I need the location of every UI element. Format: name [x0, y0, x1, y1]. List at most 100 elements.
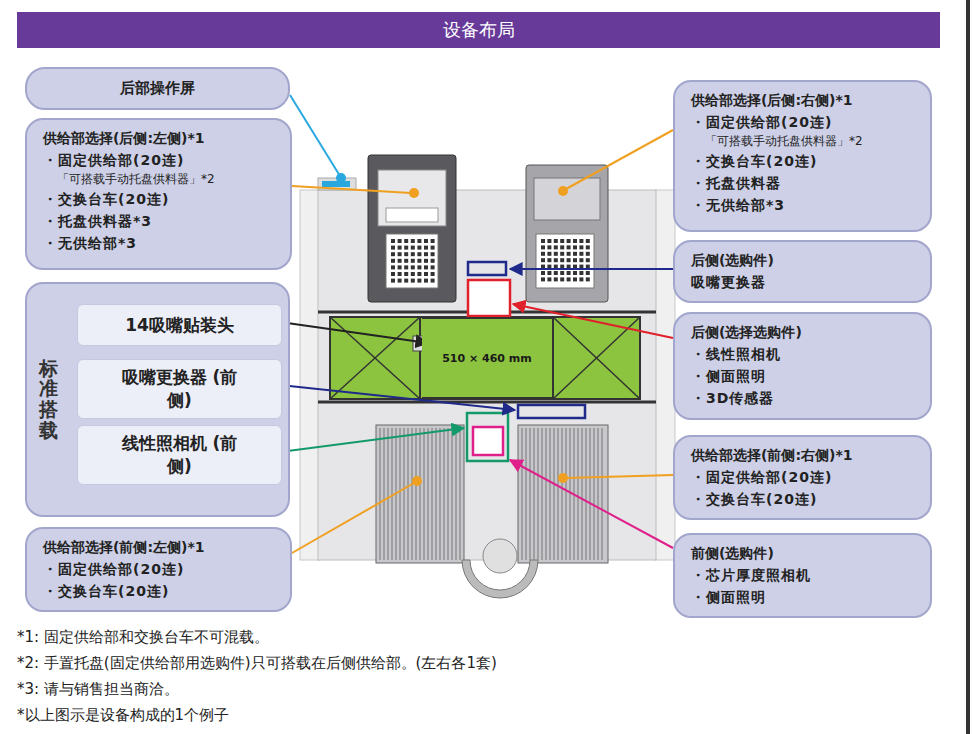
illustration-part [541, 271, 545, 275]
node-heading: 后侧(选购件) [691, 250, 918, 271]
illustration-part [411, 239, 415, 243]
node-item: ・线性照相机 [691, 343, 918, 365]
text-holder: 吸嘴更换器 (前侧) [114, 366, 246, 412]
illustration-part [432, 428, 433, 560]
illustration-part [404, 265, 408, 269]
illustration-part [412, 428, 413, 560]
illustration-part [431, 239, 435, 243]
illustration-part [416, 428, 417, 560]
component-box: 吸嘴更换器 (前侧) [77, 359, 282, 419]
illustration-part [404, 259, 408, 263]
node-item: ・托盘供料器 [691, 172, 918, 194]
illustration-part [547, 277, 551, 281]
illustration-part [534, 428, 535, 560]
illustration-part [330, 317, 640, 399]
illustration-part [547, 245, 551, 249]
illustration-part [536, 234, 594, 288]
illustration-part [541, 252, 545, 256]
illustration-part [553, 317, 640, 399]
illustration-part [411, 259, 415, 263]
illustration-part [541, 239, 590, 281]
node-item: ・3D传感器 [691, 387, 918, 409]
illustration-part [522, 428, 602, 560]
node-item: 吸嘴更换器 [691, 271, 918, 293]
illustration-part [655, 190, 675, 560]
label-pill: 后部操作屏 [25, 67, 290, 110]
node-item: ・侧面照明 [691, 365, 918, 387]
illustration-part [573, 239, 577, 243]
illustration-part [562, 428, 563, 560]
illustration-part [530, 428, 531, 560]
illustration-part [560, 258, 564, 262]
component-box: 线性照相机 (前侧) [77, 425, 282, 485]
illustration-part [411, 265, 415, 269]
illustration-part [417, 259, 421, 263]
node-item: ・固定供给部(20连) [691, 111, 918, 133]
illustration-part [386, 208, 438, 222]
illustration-part [483, 539, 517, 573]
illustration-part [424, 428, 425, 560]
illustration-part [330, 317, 420, 399]
illustration-part [411, 246, 415, 250]
node-heading: 供给部选择(前侧:右侧)*1 [691, 445, 918, 466]
illustration-part [510, 268, 673, 270]
illustration-part [391, 265, 395, 269]
illustration-part [292, 186, 411, 193]
illustration-part [579, 277, 583, 281]
illustration-part [573, 271, 577, 275]
node-heading: 吸嘴更换器 (前侧) [114, 366, 246, 412]
illustration-part [534, 178, 600, 220]
illustration-part [398, 272, 402, 276]
node-heading: 510 × 460 mm [442, 352, 532, 365]
illustration-part [424, 246, 428, 250]
illustration-part [554, 239, 558, 243]
illustration-part [292, 483, 414, 553]
illustration-part [582, 428, 583, 560]
illustration-part [586, 239, 590, 243]
illustration-part [573, 258, 577, 262]
illustration-part [391, 252, 395, 256]
illustration-part [560, 252, 564, 256]
illustration-part [546, 428, 547, 560]
node-item: 「可搭载手动托盘供料器」*2 [43, 171, 278, 188]
illustration-part [579, 239, 583, 243]
illustration-part [586, 245, 590, 249]
illustration-part [411, 279, 415, 283]
illustration-part [411, 272, 415, 276]
illustration-part [417, 252, 421, 256]
node-heading: 供给部选择(后侧:右侧)*1 [691, 90, 918, 111]
callout-box: 后侧(选择选购件)・线性照相机・侧面照明・3D传感器 [673, 312, 932, 420]
node-item: ・无供给部*3 [43, 232, 278, 254]
illustration-part [392, 428, 393, 560]
node-item: 「可搭载手动托盘供料器」*2 [691, 133, 918, 150]
illustration-part [538, 428, 539, 560]
illustration-part [522, 428, 523, 560]
node-heading: 后部操作屏 [120, 79, 195, 98]
illustration-part [566, 475, 673, 478]
illustration-part [567, 258, 571, 262]
illustration-part [460, 428, 461, 560]
illustration-part [424, 272, 428, 276]
illustration-part [547, 239, 551, 243]
illustration-part [553, 317, 640, 399]
illustration-part [541, 245, 545, 249]
illustration-part [554, 277, 558, 281]
illustration-part [560, 245, 564, 249]
node-item: ・固定供给部(20连) [43, 149, 278, 171]
illustration-part [378, 170, 446, 226]
illustration-part [570, 428, 571, 560]
illustration-part [428, 428, 429, 560]
callout-box: 供给部选择(后侧:右侧)*1・固定供给部(20连)「可搭载手动托盘供料器」*2 ・… [673, 80, 932, 232]
callout-box: 供给部选择(前侧:左侧)*1・固定供给部(20连)・交换台车(20连) [25, 527, 292, 612]
callout-box: 供给部选择(后侧:左侧)*1・固定供给部(20连)「可搭载手动托盘供料器」*2・… [25, 118, 292, 270]
node-heading: 后侧(选择选购件) [691, 322, 918, 343]
illustration-part [573, 252, 577, 256]
illustration-part [300, 155, 675, 598]
illustration-part [404, 239, 408, 243]
illustration-part [554, 252, 558, 256]
illustration-part [424, 265, 428, 269]
illustration-part [518, 405, 585, 418]
illustration-part [541, 258, 545, 262]
illustration-part [541, 277, 545, 281]
node-item: ・托盘供料器*3 [43, 210, 278, 232]
